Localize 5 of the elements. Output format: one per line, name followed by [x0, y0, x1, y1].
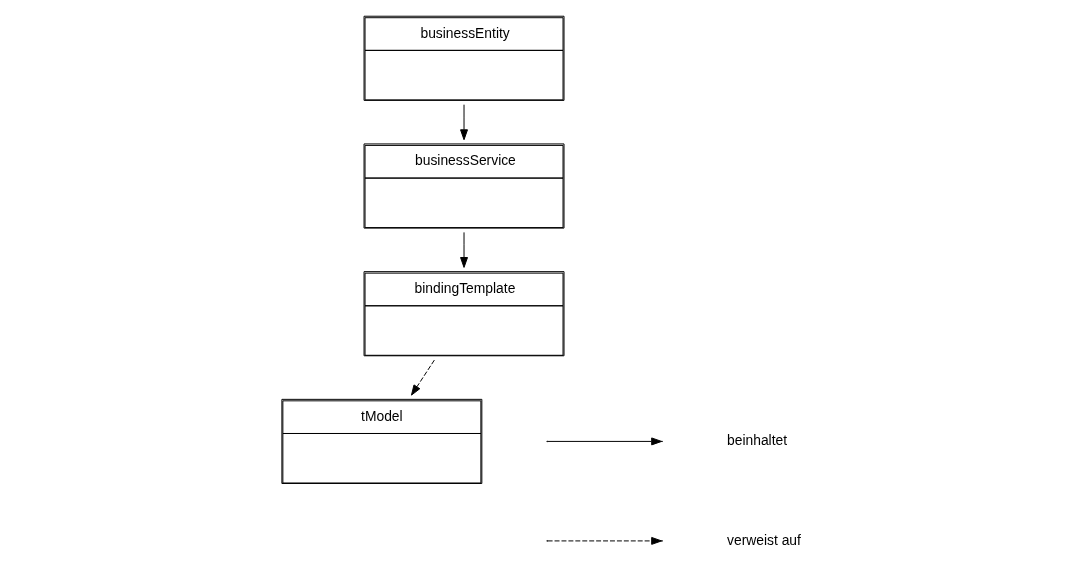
arrow — [459, 104, 468, 141]
arrow — [410, 359, 435, 396]
arrow — [459, 231, 468, 268]
legend-label: beinhaltet — [726, 432, 787, 449]
legend-label: verweist auf — [726, 531, 801, 548]
